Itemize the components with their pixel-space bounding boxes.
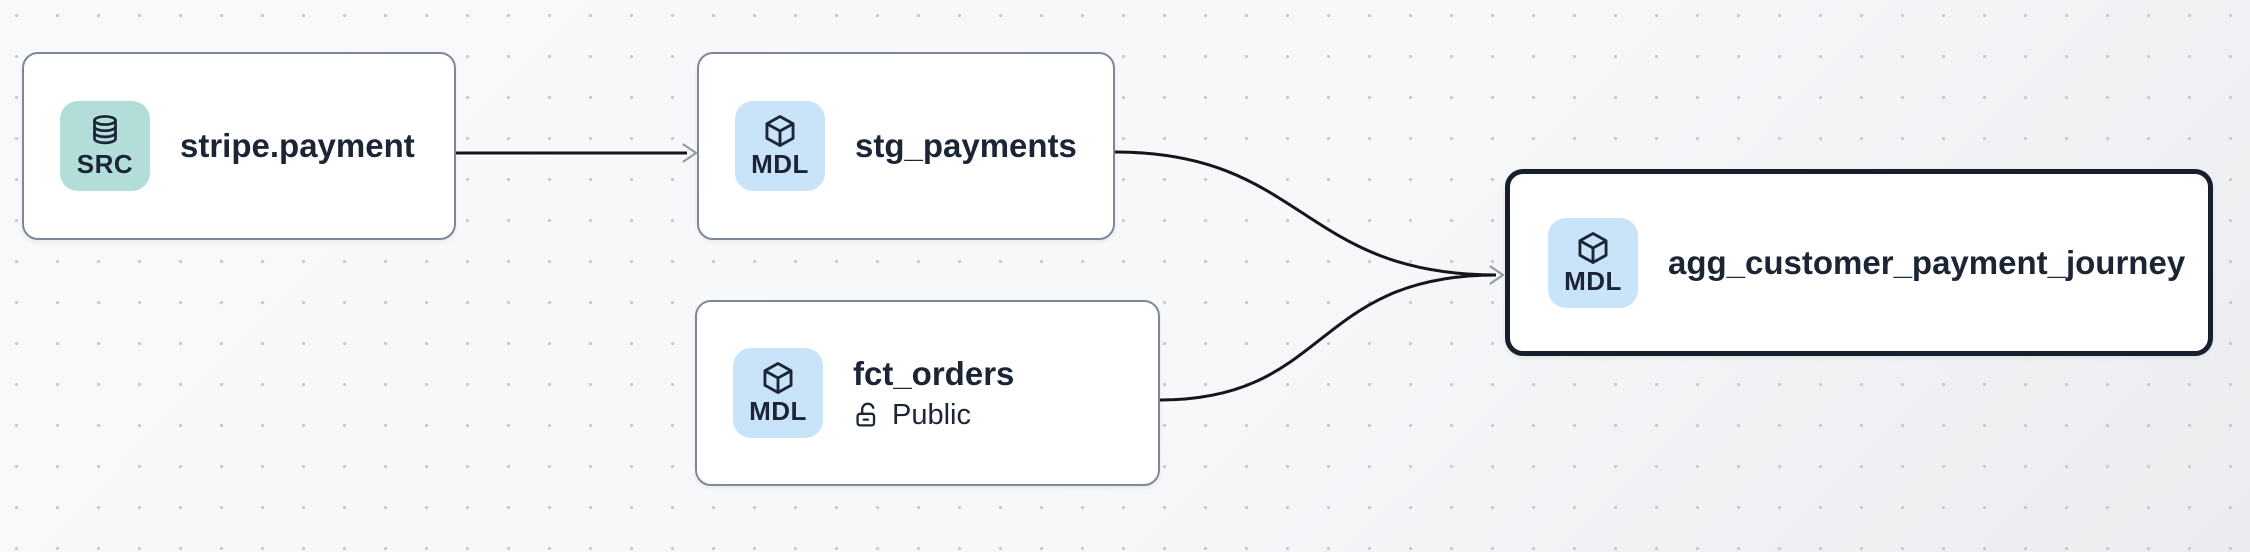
badge-label: SRC xyxy=(76,149,134,180)
badge-label: MDL xyxy=(751,149,809,180)
source-badge: SRC xyxy=(60,101,150,191)
badge-label: MDL xyxy=(749,396,807,427)
node-title: agg_customer_payment_journey xyxy=(1668,243,2186,281)
model-badge: MDL xyxy=(735,101,825,191)
model-badge: MDL xyxy=(733,348,823,438)
cube-icon xyxy=(1578,231,1608,264)
node-text: stripe.payment xyxy=(180,126,415,166)
node-stripe-payment[interactable]: SRC stripe.payment xyxy=(22,52,456,240)
badge-label: MDL xyxy=(1564,265,1622,296)
node-text: fct_orders Public xyxy=(853,354,1014,431)
node-text: agg_customer_payment_journey xyxy=(1668,243,2185,283)
edge-stg-payments-to-agg-customer-payment-journey xyxy=(1114,150,1497,277)
node-title: fct_orders xyxy=(853,355,1015,393)
cube-icon xyxy=(763,362,793,395)
arrowhead-icon xyxy=(1489,265,1505,285)
node-fct-orders[interactable]: MDL fct_orders Public xyxy=(695,300,1160,486)
node-title: stg_payments xyxy=(855,127,1077,165)
edge-fct-orders-to-agg-customer-payment-journey xyxy=(1159,273,1497,402)
unlock-icon xyxy=(856,402,876,427)
cube-icon xyxy=(765,115,795,148)
access-row: Public xyxy=(853,398,1014,432)
access-label: Public xyxy=(892,398,971,431)
model-badge: MDL xyxy=(1548,217,1638,308)
node-stg-payments[interactable]: MDL stg_payments xyxy=(697,52,1115,240)
database-icon xyxy=(93,115,117,145)
node-title: stripe.payment xyxy=(180,127,415,165)
node-agg-customer-payment-journey[interactable]: MDL agg_customer_payment_journey xyxy=(1505,169,2213,356)
node-text: stg_payments xyxy=(855,126,1077,166)
arrowhead-icon xyxy=(682,143,698,163)
